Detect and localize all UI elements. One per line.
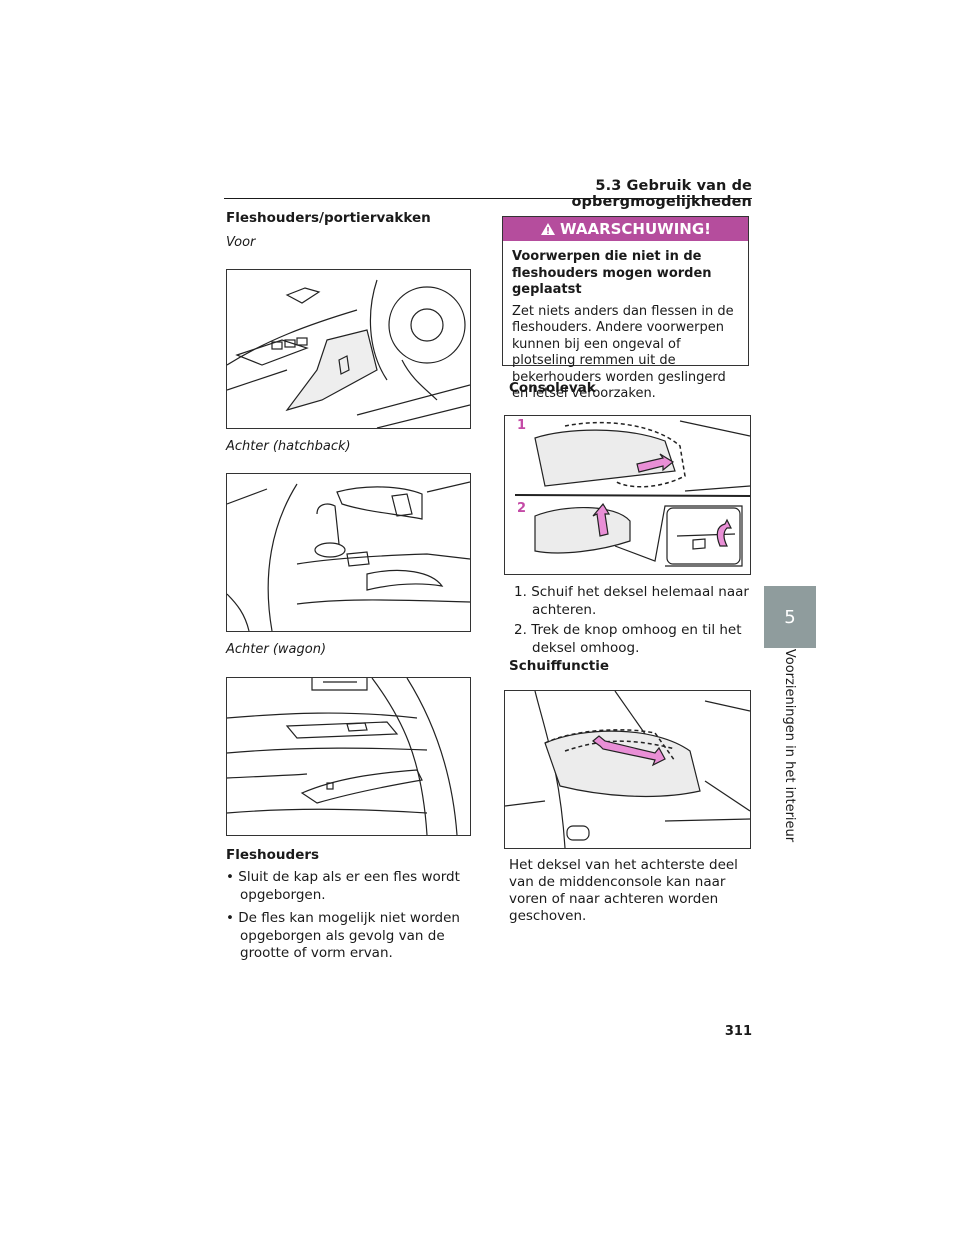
section-title: 5.3 Gebruik van de opbergmogelijkheden	[571, 178, 752, 210]
warning-title: Voorwerpen die niet in de fleshouders mo…	[512, 249, 712, 297]
console-heading: Consolevak	[509, 380, 596, 396]
door-pockets-heading: Fleshouders/portiervakken	[226, 210, 431, 226]
bottle-holders-heading: Fleshouders	[226, 847, 320, 863]
console-steps: 1. Schuif het deksel helemaal naar achte…	[504, 584, 752, 657]
figure-front-door	[226, 269, 471, 429]
chapter-tab-number: 5	[764, 586, 816, 648]
chapter-tab-title: Voorzieningen in het interieur	[782, 648, 798, 842]
list-item: • De fles kan mogelijk niet worden opgeb…	[226, 910, 460, 961]
marker-2: 2	[517, 501, 527, 516]
header-rule	[224, 198, 752, 199]
bullet-text: De fles kan mogelijk niet worden opgebor…	[238, 910, 460, 961]
caption-front: Voor	[226, 235, 256, 250]
figure-rear-hatchback	[226, 473, 471, 632]
warning-triangle-icon	[540, 223, 555, 235]
bullet-text: Sluit de kap als er een fles wordt opgeb…	[238, 869, 460, 903]
list-item: 2. Trek de knop omhoog en til het deksel…	[504, 622, 752, 657]
bottle-holder-bullets: • Sluit de kap als er een fles wordt opg…	[226, 869, 470, 963]
step-text: Trek de knop omhoog en til het deksel om…	[531, 622, 742, 656]
slide-heading: Schuiffunctie	[509, 658, 609, 674]
chapter-tab-title-wrap: Voorzieningen in het interieur	[764, 648, 816, 842]
page-number: 311	[724, 1024, 752, 1039]
list-item: 1. Schuif het deksel helemaal naar achte…	[504, 584, 752, 619]
warning-label: WAARSCHUWING!	[559, 220, 712, 238]
slide-text: Het deksel van het achterste deel van de…	[509, 857, 738, 924]
step-number: 2.	[514, 622, 527, 638]
figure-rear-wagon	[226, 677, 471, 836]
marker-1: 1	[517, 418, 527, 433]
warning-text: Zet niets anders dan flessen in de flesh…	[512, 303, 734, 402]
warning-box: WAARSCHUWING! Voorwerpen die niet in de …	[502, 216, 749, 401]
warning-header: WAARSCHUWING!	[503, 217, 748, 241]
step-number: 1.	[514, 584, 527, 600]
figure-console-compartment: 1 2	[504, 415, 751, 575]
step-text: Schuif het deksel helemaal naar achteren…	[531, 584, 749, 618]
caption-hatchback: Achter (hatchback)	[226, 439, 351, 454]
list-item: • Sluit de kap als er een fles wordt opg…	[226, 869, 460, 903]
figure-slide-function	[504, 690, 751, 849]
caption-wagon: Achter (wagon)	[226, 642, 327, 657]
